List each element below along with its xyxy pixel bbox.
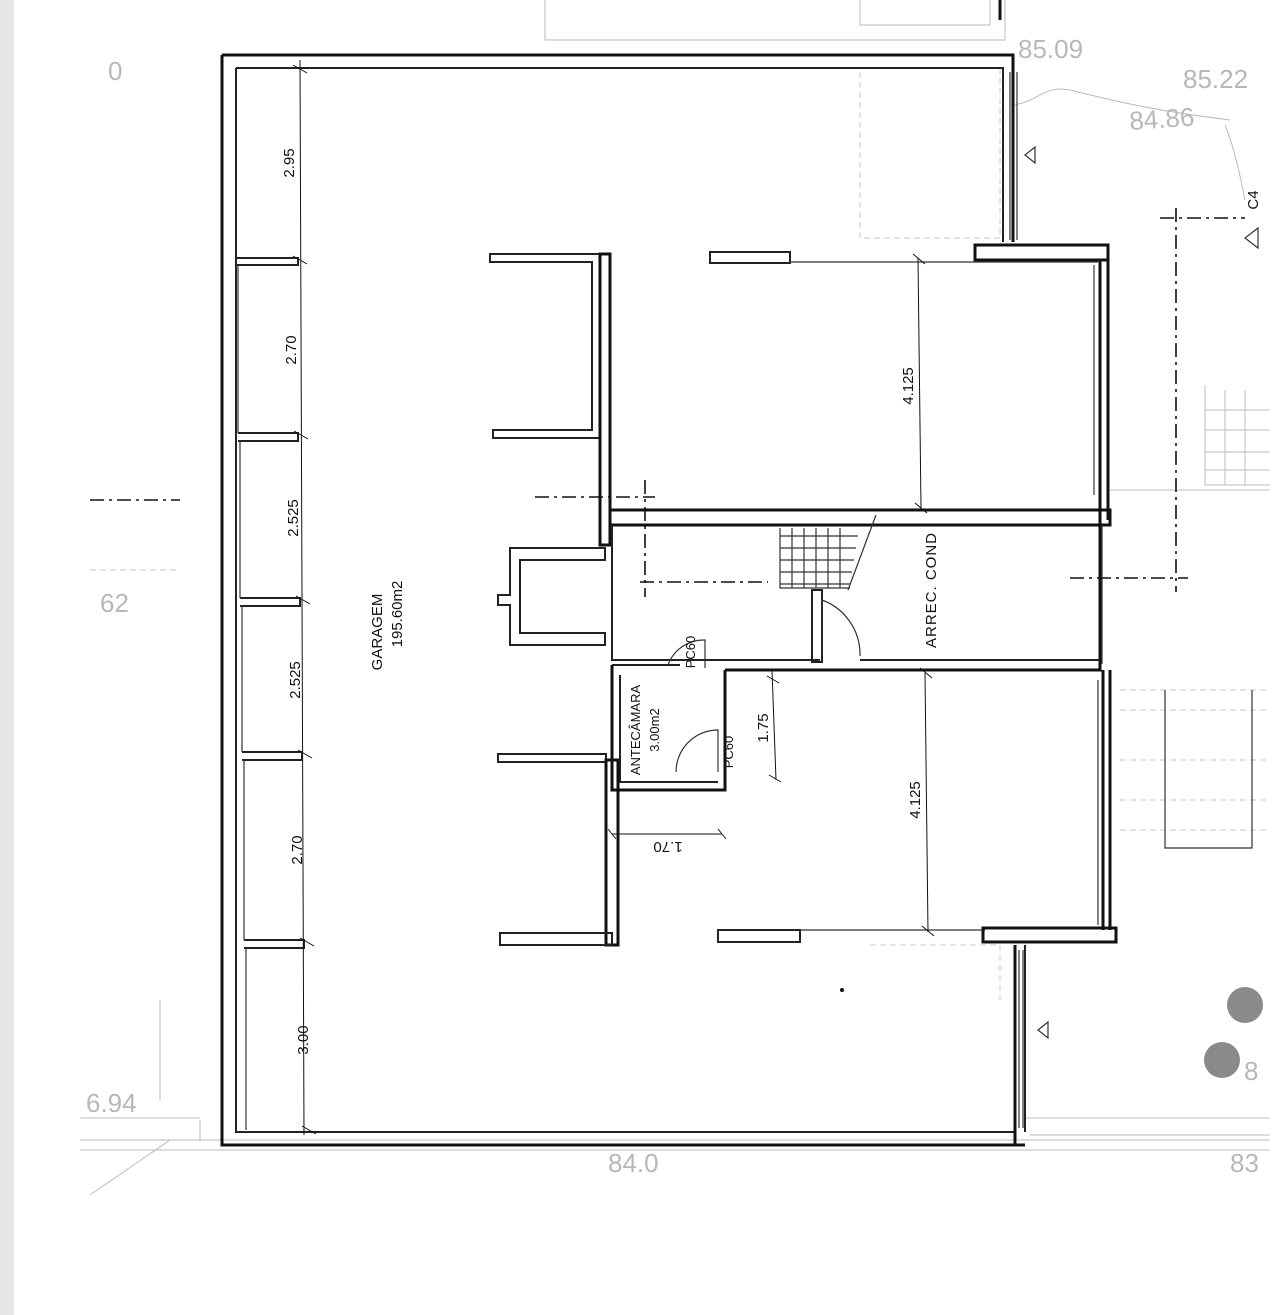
lower-room (717, 667, 1118, 944)
site-context-lines (80, 0, 1270, 1196)
lower-cubicle (497, 753, 620, 947)
level-markers (840, 145, 1263, 1078)
garage-name-label: GARAGEM (369, 594, 386, 671)
door-label-upper: PC60 (683, 636, 698, 669)
upper-cubicle (489, 252, 612, 547)
garage-area-label: 195.60m2 (389, 581, 406, 648)
elevation-right-mid: 8 (1244, 1056, 1258, 1086)
tree-symbol (1204, 1042, 1240, 1078)
elevation-left-top: 0 (108, 56, 122, 86)
elevation-bottom-mid: 84.0 (608, 1148, 659, 1178)
elevation-bottom-left: 6.94 (86, 1088, 137, 1118)
storage-label: ARREC. COND (923, 532, 940, 648)
section-mark: C4 (1245, 190, 1262, 209)
antechamber-width: 1.70 (653, 838, 682, 855)
bay-dimension-3: 2.525 (285, 499, 302, 537)
parking-bays (236, 257, 305, 1130)
corridor-width: 1.75 (755, 713, 772, 742)
upper-room-depth: 4.125 (900, 367, 917, 405)
elevation-top-b: 85.22 (1183, 64, 1248, 94)
elevation-top-c: 84.86 (1128, 102, 1195, 136)
antechamber-area-label: 3.00m2 (647, 708, 662, 751)
duct-shaft (497, 547, 606, 646)
tree-symbol (1227, 987, 1263, 1023)
upper-room (709, 243, 1110, 520)
elevation-left-mid: 62 (100, 588, 129, 618)
axis-lines (90, 208, 1245, 597)
bay-dimension-6: 3.00 (295, 1025, 312, 1054)
corridor-door (811, 589, 861, 663)
bay-dimension-chain (292, 59, 317, 1136)
elevation-top-a: 85.09 (1018, 34, 1083, 64)
bay-dimension-4: 2.525 (287, 661, 304, 699)
outer-walls (220, 0, 1026, 1147)
door-label-lower: PC60 (721, 736, 736, 769)
scan-edge (0, 0, 14, 1315)
antechamber-name-label: ANTECÂMARA (628, 685, 643, 776)
antechamber (610, 639, 727, 792)
minor-dimensions (607, 669, 782, 840)
staircase (779, 514, 877, 591)
lower-room-depth: 4.125 (907, 781, 924, 819)
storage-corridor (610, 508, 1112, 672)
bay-dimension-5: 2.70 (289, 835, 306, 864)
bay-dimension-2: 2.70 (283, 335, 300, 364)
elevation-bottom-right: 83 (1230, 1148, 1259, 1178)
bay-dimension-1: 2.95 (281, 148, 298, 177)
